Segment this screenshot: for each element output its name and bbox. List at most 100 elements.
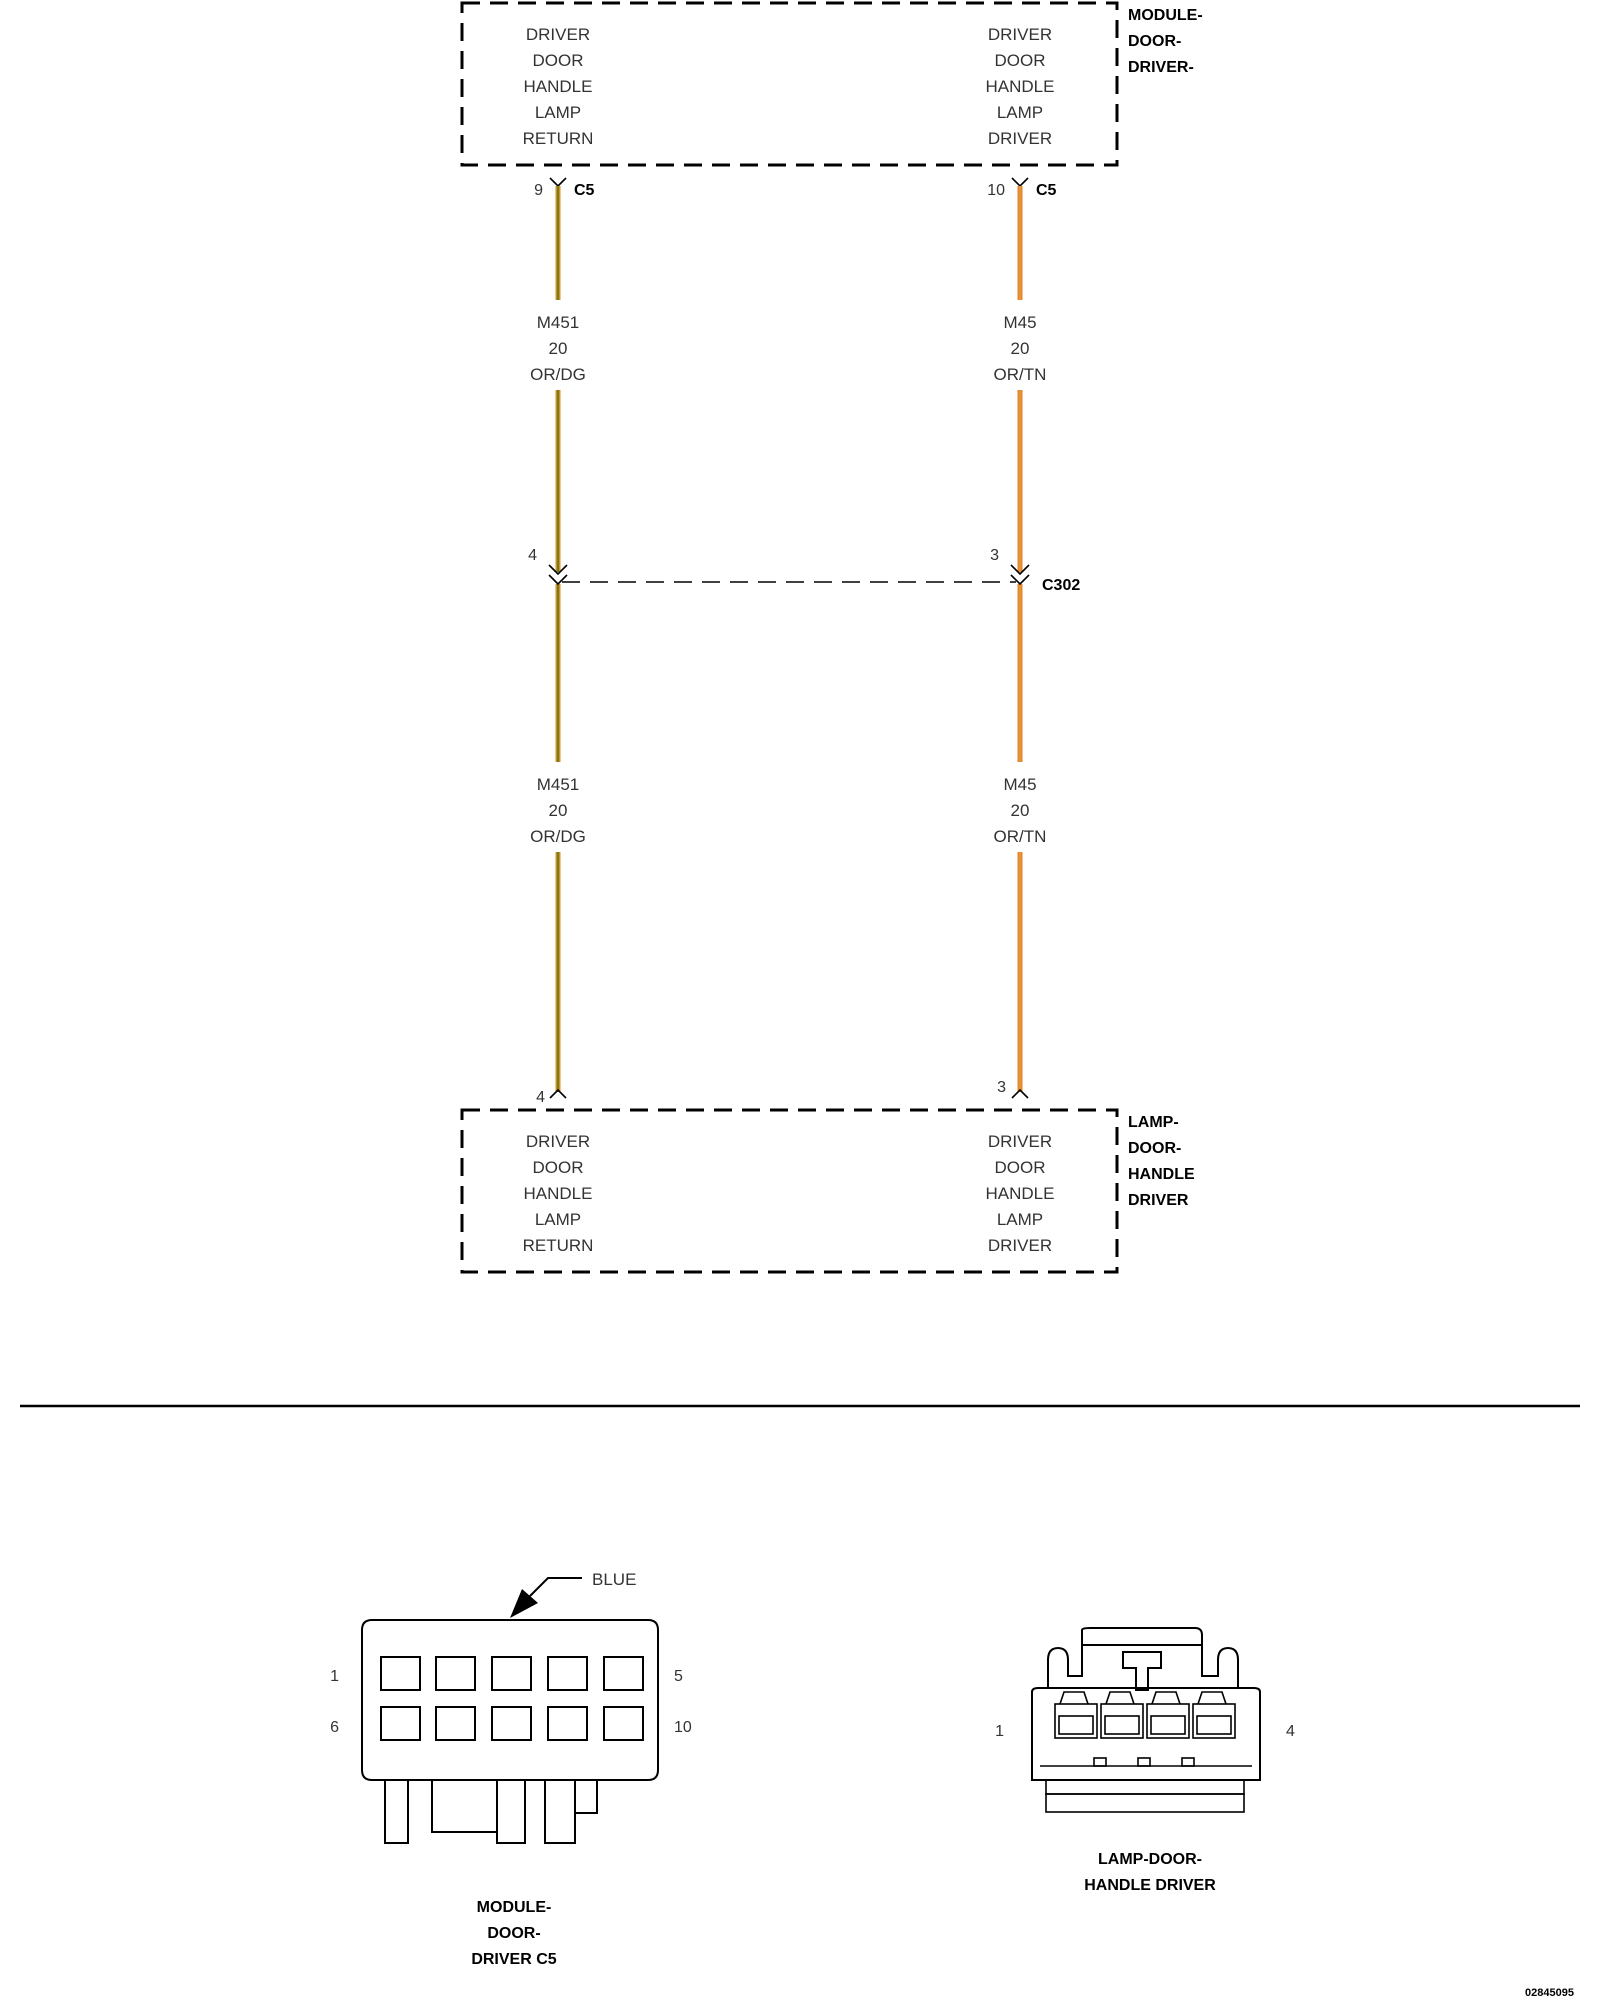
module-name-3: DRIVER- <box>1128 59 1194 76</box>
module-right-func-1: DRIVER <box>988 25 1052 44</box>
module-right-func-4: LAMP <box>997 103 1043 122</box>
c5-caption-1: MODULE- <box>477 1899 552 1916</box>
c5-cavity-1 <box>380 1656 421 1691</box>
c5-body-outline <box>361 1619 659 1781</box>
lamp-right-func-2: DOOR <box>995 1158 1046 1177</box>
lamp-top-hood <box>1081 1627 1203 1645</box>
c302-pin-4: 4 <box>528 547 537 564</box>
module-door-driver-box: DRIVER DOOR HANDLE LAMP RETURN DRIVER DO… <box>460 1 1203 167</box>
c5-latch-3 <box>544 1780 576 1844</box>
c5-cavity-6 <box>380 1706 421 1741</box>
c5-caption-3: DRIVER C5 <box>471 1951 556 1968</box>
c5-pin-label-5: 5 <box>674 1668 683 1685</box>
lamp-left-func-4: LAMP <box>535 1210 581 1229</box>
lamp-left-func-1: DRIVER <box>526 1132 590 1151</box>
lamp-right-func-1: DRIVER <box>988 1132 1052 1151</box>
c5-latch-1 <box>384 1780 409 1844</box>
lamp-name-2: DOOR- <box>1128 1140 1181 1157</box>
c302-left-pin-symbol-bottom <box>548 574 568 586</box>
wire-m45-gauge-lower: 20 <box>1011 801 1030 820</box>
wire-m45-color-lower: OR/TN <box>994 827 1047 846</box>
lamp-box-outline <box>460 1108 1119 1274</box>
connector-view-module-c5: 1 5 6 10 BLUE MODULE- DOOR- DRIVER C5 <box>330 1570 692 1968</box>
lamp-pin-3: 3 <box>997 1079 1006 1096</box>
c5-cavity-9 <box>547 1706 588 1741</box>
c5-right-pin-symbol <box>1011 177 1029 188</box>
lamp-shell-outline <box>1047 1644 1239 1688</box>
lamp-left-func-2: DOOR <box>533 1158 584 1177</box>
wire-m45-color-upper: OR/TN <box>994 365 1047 384</box>
blue-leader-line <box>529 1577 582 1597</box>
lamp-name-4: DRIVER <box>1128 1192 1189 1209</box>
lamp-left-pin-symbol <box>549 1088 567 1099</box>
c5-key-slot <box>431 1780 498 1833</box>
wire-m451-circuit-lower: M451 <box>537 775 580 794</box>
lamp-right-func-4: LAMP <box>997 1210 1043 1229</box>
connector-c5-right-label: C5 <box>1036 182 1057 199</box>
wire-m45-gauge-upper: 20 <box>1011 339 1030 358</box>
blue-arrow-head <box>510 1589 538 1618</box>
c5-pin-label-6: 6 <box>330 1719 339 1736</box>
lamp-right-pin-symbol <box>1011 1088 1029 1099</box>
c5-color-note: BLUE <box>592 1570 636 1589</box>
c5-cavity-5 <box>603 1656 644 1691</box>
lamp-pin-label-1: 1 <box>995 1723 1004 1740</box>
module-left-func-2: DOOR <box>533 51 584 70</box>
module-name-1: MODULE- <box>1128 7 1203 24</box>
lamp-caption-1: LAMP-DOOR- <box>1098 1851 1202 1868</box>
connector-view-lamp: 1 4 LAMP-DOOR- HANDLE DRIVER <box>995 1627 1295 1894</box>
c5-pin-label-10: 10 <box>674 1719 692 1736</box>
wire-m45-circuit-lower: M45 <box>1003 775 1036 794</box>
lamp-terminal-1 <box>1054 1691 1098 1739</box>
module-left-func-1: DRIVER <box>526 25 590 44</box>
lamp-base-rail <box>1045 1779 1245 1795</box>
lamp-pin-label-4: 4 <box>1286 1723 1295 1740</box>
module-box-outline <box>460 1 1119 167</box>
module-right-func-3: HANDLE <box>986 77 1055 96</box>
module-right-func-2: DOOR <box>995 51 1046 70</box>
module-left-func-4: LAMP <box>535 103 581 122</box>
module-pin-10: 10 <box>987 182 1005 199</box>
c5-caption-2: DOOR- <box>487 1925 540 1942</box>
lamp-latch-tab <box>1122 1651 1162 1691</box>
figure-id: 02845095 <box>1525 1987 1574 1999</box>
wire-m451-gauge-upper: 20 <box>549 339 568 358</box>
lamp-left-func-3: HANDLE <box>524 1184 593 1203</box>
c5-left-pin-symbol <box>549 177 567 188</box>
lamp-terminal-4 <box>1192 1691 1236 1739</box>
lamp-base-foot <box>1045 1793 1245 1813</box>
lamp-terminal-2 <box>1100 1691 1144 1739</box>
lamp-left-func-5: RETURN <box>523 1236 594 1255</box>
lamp-caption-2: HANDLE DRIVER <box>1084 1877 1216 1894</box>
c5-cavity-7 <box>435 1706 476 1741</box>
module-left-func-5: RETURN <box>523 129 594 148</box>
c302-right-pin-symbol-top <box>1010 564 1030 576</box>
lamp-terminal-3 <box>1146 1691 1190 1739</box>
module-left-func-3: HANDLE <box>524 77 593 96</box>
lamp-nub-1 <box>1093 1757 1107 1767</box>
c5-latch-2 <box>496 1780 526 1844</box>
wire-m451-color-upper: OR/DG <box>530 365 586 384</box>
c302-pin-3: 3 <box>990 547 999 564</box>
c5-cavity-8 <box>491 1706 532 1741</box>
wire-m451-color-lower: OR/DG <box>530 827 586 846</box>
lamp-name-1: LAMP- <box>1128 1114 1179 1131</box>
module-name-2: DOOR- <box>1128 33 1181 50</box>
wire-m451-circuit-upper: M451 <box>537 313 580 332</box>
c302-label: C302 <box>1042 577 1080 594</box>
c5-cavity-10 <box>603 1706 644 1741</box>
c5-latch-4 <box>574 1780 598 1814</box>
lamp-right-func-5: DRIVER <box>988 1236 1052 1255</box>
c5-cavity-2 <box>435 1656 476 1691</box>
c302-left-pin-symbol-top <box>548 564 568 576</box>
c302-right-pin-symbol-bottom <box>1010 574 1030 586</box>
lamp-nub-3 <box>1181 1757 1195 1767</box>
connector-c302: 4 3 C302 <box>528 547 1080 594</box>
lamp-pin-4: 4 <box>536 1089 545 1106</box>
c5-pin-label-1: 1 <box>330 1668 339 1685</box>
lamp-name-3: HANDLE <box>1128 1166 1195 1183</box>
wire-m451-gauge-lower: 20 <box>549 801 568 820</box>
c5-cavity-3 <box>491 1656 532 1691</box>
lamp-nub-2 <box>1137 1757 1151 1767</box>
